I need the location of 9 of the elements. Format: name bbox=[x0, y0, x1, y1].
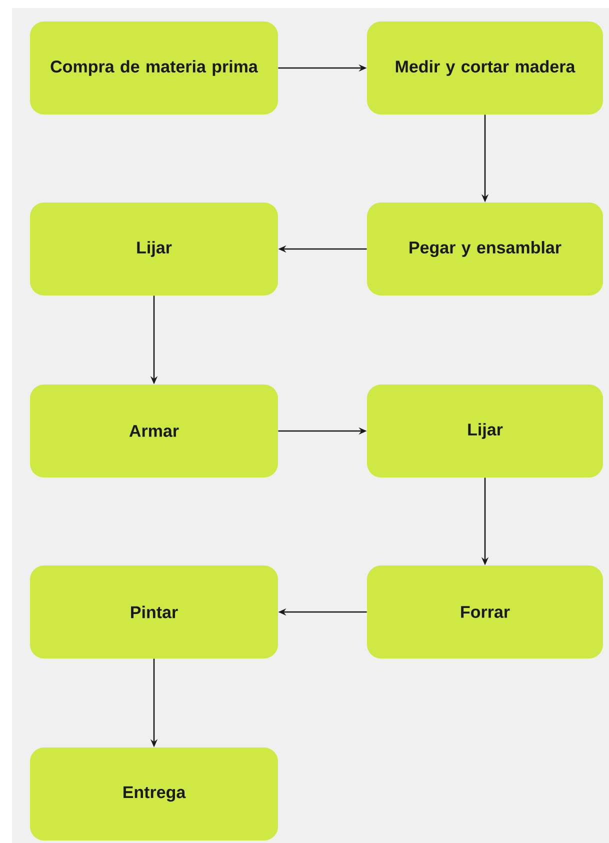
process-box: Entrega bbox=[30, 748, 278, 840]
process-box: Lijar bbox=[367, 384, 603, 478]
process-box: Armar bbox=[30, 384, 278, 478]
process-box: Pintar bbox=[30, 566, 278, 658]
process-box: Compra de materia prima bbox=[30, 22, 278, 114]
process-box: Medir y cortar madera bbox=[367, 22, 603, 114]
process-box: Forrar bbox=[367, 566, 603, 658]
process-box: Pegar y ensamblar bbox=[367, 202, 603, 296]
process-box: Lijar bbox=[30, 202, 278, 296]
